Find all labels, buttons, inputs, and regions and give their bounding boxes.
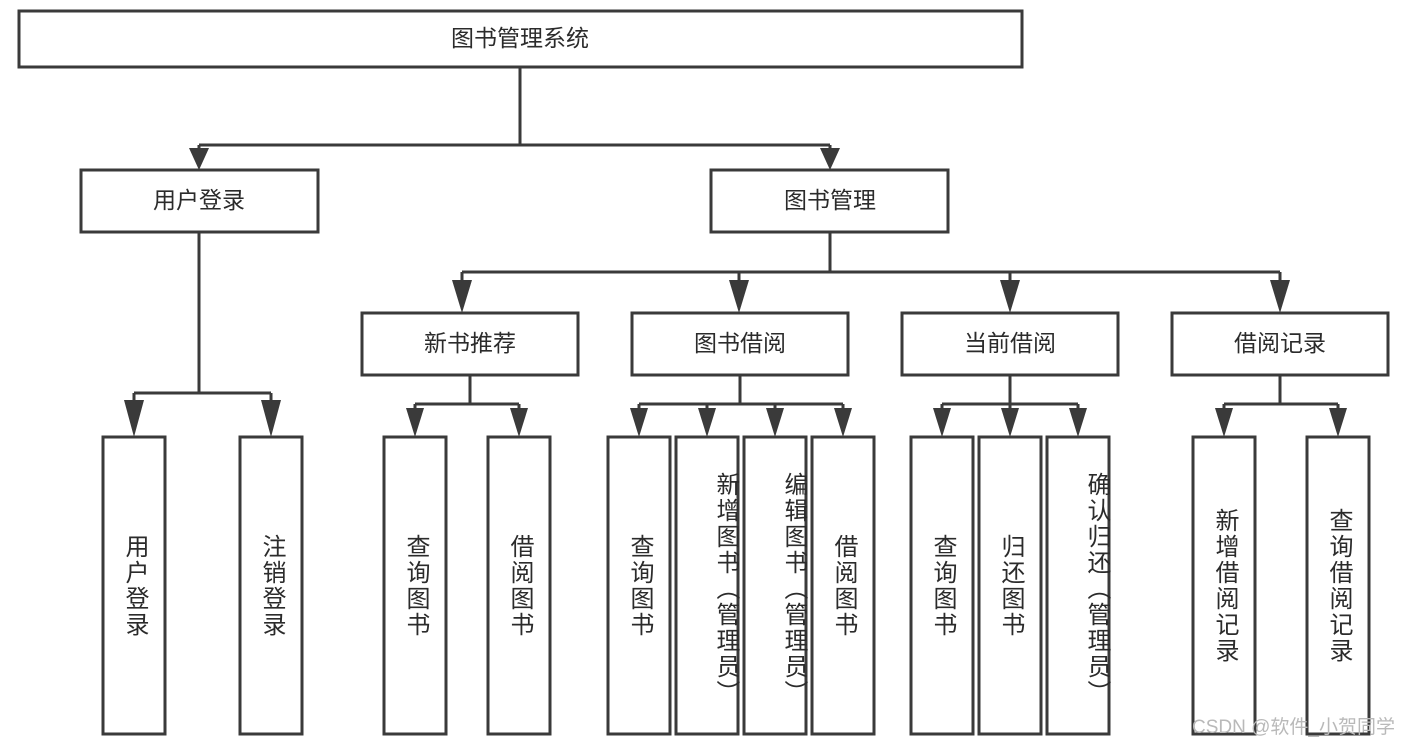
arrow-head-leaf-user-login: [124, 400, 144, 437]
leaf-label-logout: 注销登录: [257, 533, 285, 638]
node-borrow-record-label: 借阅记录: [1234, 330, 1326, 356]
arrow-head-current-leaf2: [1001, 408, 1019, 437]
csdn-watermark: CSDN @软件_小贺同学: [1192, 717, 1395, 738]
arrow-head-borrow-record: [1270, 280, 1290, 313]
leaf-label-borrow-query: 查询图书: [625, 533, 653, 638]
leaf-label-user-login: 用户登录: [120, 533, 148, 638]
arrow-head-leaf-logout: [261, 400, 281, 437]
node-book-borrow-label: 图书借阅: [694, 330, 786, 356]
connector-group-root-to-level2: [189, 67, 840, 170]
leaf-label-borrow-lend: 借阅图书: [829, 533, 857, 638]
node-root-label: 图书管理系统: [451, 25, 589, 51]
connector-group-current-to-leaves: [933, 375, 1087, 437]
arrow-head-borrow-leaf3: [766, 408, 784, 437]
leaf-label-current-return: 归还图书: [996, 533, 1024, 638]
leaf-box-current-return[interactable]: [977, 435, 1043, 736]
leaf-box-current-query[interactable]: [909, 435, 975, 736]
leaf-box-recommend-borrow[interactable]: [486, 435, 552, 736]
arrow-head-current-borrow: [1000, 280, 1020, 313]
leaf-box-record-add[interactable]: [1191, 435, 1257, 736]
leaf-label-record-query: 查询借阅记录: [1324, 507, 1352, 664]
node-book-borrow-box[interactable]: [630, 311, 850, 377]
arrow-head-record-leaf1: [1215, 408, 1233, 437]
leaf-label-record-add: 新增借阅记录: [1210, 507, 1238, 664]
connector-group-userlogin-to-leaves: [124, 232, 281, 437]
leaf-box-borrow-edit[interactable]: [742, 435, 808, 736]
leaf-label-current-confirm: 确认归还（管理员）: [1083, 471, 1110, 706]
node-book-manage-box[interactable]: [709, 168, 950, 234]
arrow-head-book-borrow: [729, 280, 749, 313]
node-new-book-recommend-box[interactable]: [360, 311, 580, 377]
node-borrow-record-box[interactable]: [1170, 311, 1390, 377]
node-new-book-recommend-label: 新书推荐: [424, 330, 516, 356]
arrow-head-recommend-leaf1: [406, 408, 424, 437]
arrow-head-borrow-leaf4: [834, 408, 852, 437]
arrow-head-record-leaf2: [1329, 408, 1347, 437]
leaf-box-user-login[interactable]: [101, 435, 167, 736]
node-root-box[interactable]: [17, 9, 1024, 69]
leaf-box-borrow-add[interactable]: [674, 435, 740, 736]
connector-group-borrow-to-leaves: [630, 375, 852, 437]
leaf-label-borrow-edit: 编辑图书（管理员）: [780, 471, 807, 706]
arrow-head-recommend-leaf2: [510, 408, 528, 437]
arrow-head-user-login: [189, 148, 209, 170]
node-user-login-box[interactable]: [79, 168, 320, 234]
node-user-login-label: 用户登录: [153, 187, 245, 213]
leaf-box-recommend-query[interactable]: [382, 435, 448, 736]
arrow-head-borrow-leaf2: [698, 408, 716, 437]
leaf-box-borrow-lend[interactable]: [810, 435, 876, 736]
arrow-head-current-leaf3: [1069, 408, 1087, 437]
arrow-head-new-book-recommend: [452, 280, 472, 313]
connector-group-bookmanage-to-level3: [452, 232, 1290, 313]
leaf-label-recommend-query: 查询图书: [401, 533, 429, 638]
leaf-label-current-query: 查询图书: [928, 533, 956, 638]
connector-group-record-to-leaves: [1215, 375, 1347, 437]
node-current-borrow-label: 当前借阅: [964, 330, 1056, 356]
arrow-head-book-manage: [820, 148, 840, 170]
leaf-label-borrow-add: 新增图书（管理员）: [712, 471, 739, 706]
arrow-head-current-leaf1: [933, 408, 951, 437]
node-book-manage-label: 图书管理: [784, 187, 876, 213]
node-current-borrow-box[interactable]: [900, 311, 1120, 377]
connector-group-recommend-to-leaves: [406, 375, 528, 437]
leaf-box-current-confirm[interactable]: [1045, 435, 1111, 736]
arrow-head-borrow-leaf1: [630, 408, 648, 437]
leaf-box-logout[interactable]: [238, 435, 304, 736]
leaf-box-record-query[interactable]: [1305, 435, 1371, 736]
leaf-box-borrow-query[interactable]: [606, 435, 672, 736]
leaf-label-recommend-borrow: 借阅图书: [505, 533, 533, 638]
